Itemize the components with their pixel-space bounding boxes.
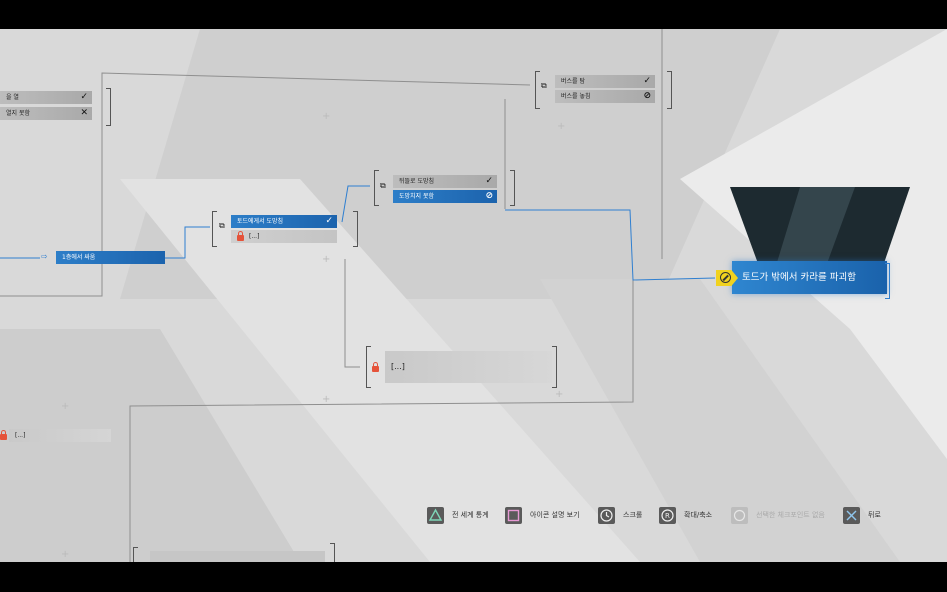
clock-icon <box>598 506 615 524</box>
node-label: [...] <box>15 432 26 439</box>
background-decor <box>0 29 947 562</box>
square-icon <box>505 506 522 524</box>
bracket <box>510 170 515 206</box>
bracket <box>106 88 111 126</box>
circle-icon <box>731 506 748 524</box>
node-mid-locked[interactable]: [...] <box>385 351 552 383</box>
check-icon: ✓ <box>325 216 333 226</box>
lock-icon <box>0 430 7 440</box>
node-run-window[interactable]: 뒤뜰로 도망침 ✓ <box>393 175 497 188</box>
r-button-icon: R <box>659 506 676 524</box>
node-top-left-1[interactable]: 을 열 ✓ <box>0 91 92 104</box>
node-label: 버스를 놓침 <box>561 93 591 100</box>
branch-icon: ⧉ <box>541 81 547 90</box>
hint-label: 아이콘 설명 보기 <box>530 511 580 519</box>
branch-icon: ⧉ <box>219 221 225 230</box>
arrow-icon: ⇨ <box>41 252 48 261</box>
node-label: 1층에서 싸움 <box>62 254 96 261</box>
no-entry-icon: ⊘ <box>643 91 651 101</box>
node-top-left-2[interactable]: 열지 못함 ✕ <box>0 107 92 120</box>
ending-label: 토드가 밖에서 카라를 파괴함 <box>742 272 856 283</box>
check-icon: ✓ <box>485 176 493 186</box>
bracket <box>133 547 138 562</box>
hint-stats[interactable]: 전 세계 통계 <box>427 506 489 524</box>
node-label: 열지 못함 <box>6 110 30 117</box>
node-bottom-partial[interactable] <box>150 551 325 562</box>
node-label: [...] <box>391 362 405 371</box>
hint-label: 뒤로 <box>868 511 881 519</box>
hint-back[interactable]: 뒤로 <box>843 506 881 524</box>
bracket <box>212 211 217 247</box>
hint-zoom[interactable]: R 확대/축소 <box>659 506 712 524</box>
lock-icon <box>237 231 244 241</box>
node-tode-locked[interactable]: [...] <box>231 230 337 243</box>
svg-text:R: R <box>665 512 670 520</box>
grid-marker: + <box>555 389 564 400</box>
grid-marker: + <box>61 549 70 560</box>
grid-marker: + <box>322 394 331 405</box>
grid-marker: + <box>557 121 566 132</box>
node-fight[interactable]: 1층에서 싸움 <box>56 251 165 264</box>
triangle-icon <box>427 506 444 524</box>
node-label: 뒤뜰로 도망침 <box>399 178 435 185</box>
node-label: 도망치지 못함 <box>399 193 435 200</box>
no-entry-icon <box>720 272 731 283</box>
cross-icon <box>843 506 860 524</box>
node-run-fail[interactable]: 도망치지 못함 ⊘ <box>393 190 497 203</box>
node-bus-miss[interactable]: 버스를 놓침 ⊘ <box>555 90 655 103</box>
hint-label: 전 세계 통계 <box>452 511 489 519</box>
bracket <box>353 211 358 247</box>
bracket <box>374 170 379 206</box>
bracket <box>366 346 371 388</box>
grid-marker: + <box>322 111 331 122</box>
node-label: 토드에게서 도망침 <box>237 218 284 225</box>
hint-checkpoint: 선택한 체크포인트 없음 <box>731 506 825 524</box>
grid-marker: + <box>61 401 70 412</box>
hint-icon-info[interactable]: 아이콘 설명 보기 <box>505 506 580 524</box>
check-icon: ✓ <box>80 92 88 102</box>
check-icon: ✓ <box>643 76 651 86</box>
grid-marker: + <box>322 254 331 265</box>
bracket <box>667 71 672 109</box>
node-tode-flee[interactable]: 토드에게서 도망침 ✓ <box>231 215 337 228</box>
flowchart-canvas[interactable]: + + + + + + + 을 열 ✓ 열지 못함 ✕ ⇨ 1층에서 싸움 ⧉ … <box>0 29 947 562</box>
ending-badge <box>716 270 738 286</box>
lock-icon <box>372 362 379 372</box>
bracket <box>330 543 335 562</box>
bracket <box>535 71 540 109</box>
hint-label: 확대/축소 <box>684 511 713 519</box>
no-entry-icon: ⊘ <box>485 191 493 201</box>
bracket <box>885 263 890 299</box>
ending-node[interactable]: 토드가 밖에서 카라를 파괴함 <box>732 261 887 294</box>
node-label: [...] <box>249 233 260 240</box>
bracket <box>552 346 557 388</box>
node-left-locked[interactable]: [...] <box>9 429 111 442</box>
hint-label: 스크롤 <box>623 511 643 519</box>
node-label: 버스를 탐 <box>561 78 585 85</box>
hint-label: 선택한 체크포인트 없음 <box>756 511 825 519</box>
branch-icon: ⧉ <box>380 181 386 190</box>
cross-mark-icon: ✕ <box>80 108 88 118</box>
node-bus-board[interactable]: 버스를 탐 ✓ <box>555 75 655 88</box>
hint-scroll[interactable]: 스크롤 <box>598 506 642 524</box>
node-label: 을 열 <box>6 94 19 101</box>
